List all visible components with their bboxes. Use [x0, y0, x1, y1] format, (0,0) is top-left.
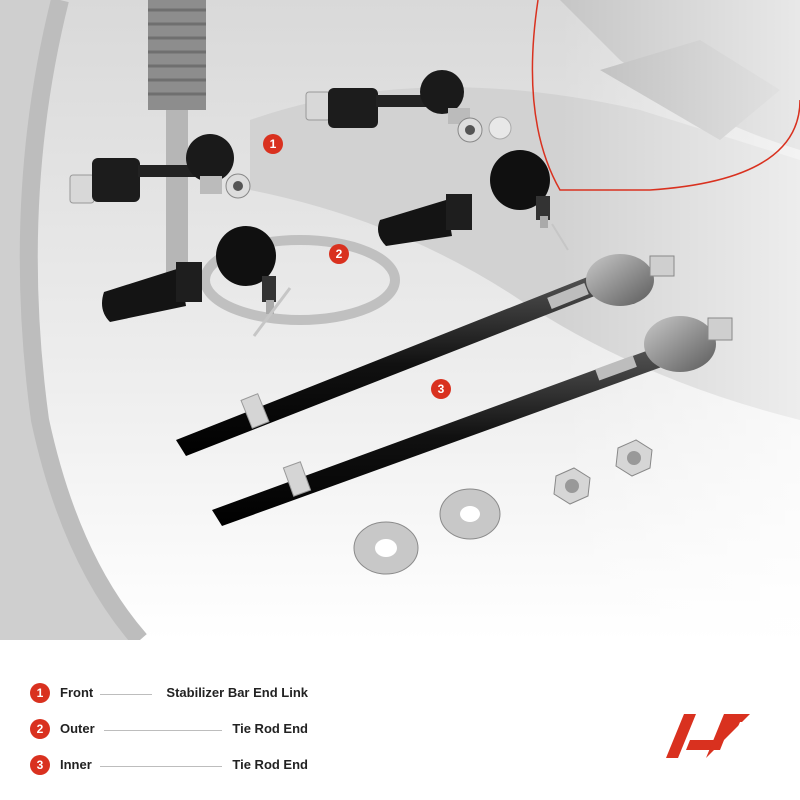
- legend-position-2: Outer: [60, 721, 95, 736]
- legend-position-1: Front: [60, 685, 94, 700]
- legend-part-1: Stabilizer Bar End Link: [166, 685, 308, 700]
- callout-1-marker: 1: [263, 134, 283, 154]
- legend-row-2: 2 Outer Tie Rod End: [30, 719, 330, 739]
- legend-divider-1: [100, 694, 152, 695]
- legend-divider-2: [104, 730, 222, 731]
- inner-tie-rod-lower: [212, 316, 733, 526]
- legend-row-3: 3 Inner Tie Rod End: [30, 755, 330, 775]
- legend-badge-2: 2: [30, 719, 50, 739]
- outer-tie-rod-end-left: [102, 226, 292, 337]
- callout-3-marker: 3: [431, 379, 451, 399]
- legend-part-3: Tie Rod End: [232, 757, 308, 772]
- hardware-washers-nuts: [353, 439, 653, 575]
- outer-tie-rod-end-right: [378, 150, 569, 251]
- stabilizer-link-right: [305, 70, 512, 143]
- legend-position-3: Inner: [60, 757, 92, 772]
- brand-logo-icon: [666, 714, 750, 758]
- legend-part-2: Tie Rod End: [232, 721, 308, 736]
- stabilizer-link-left: [69, 134, 251, 204]
- legend-badge-3: 3: [30, 755, 50, 775]
- inner-tie-rod-upper: [176, 254, 675, 456]
- parts-legend: 1 Front Stabilizer Bar End Link 2 Outer …: [30, 683, 330, 791]
- legend-badge-1: 1: [30, 683, 50, 703]
- product-photo: [0, 0, 800, 640]
- legend-row-1: 1 Front Stabilizer Bar End Link: [30, 683, 330, 703]
- legend-divider-3: [100, 766, 222, 767]
- callout-2-marker: 2: [329, 244, 349, 264]
